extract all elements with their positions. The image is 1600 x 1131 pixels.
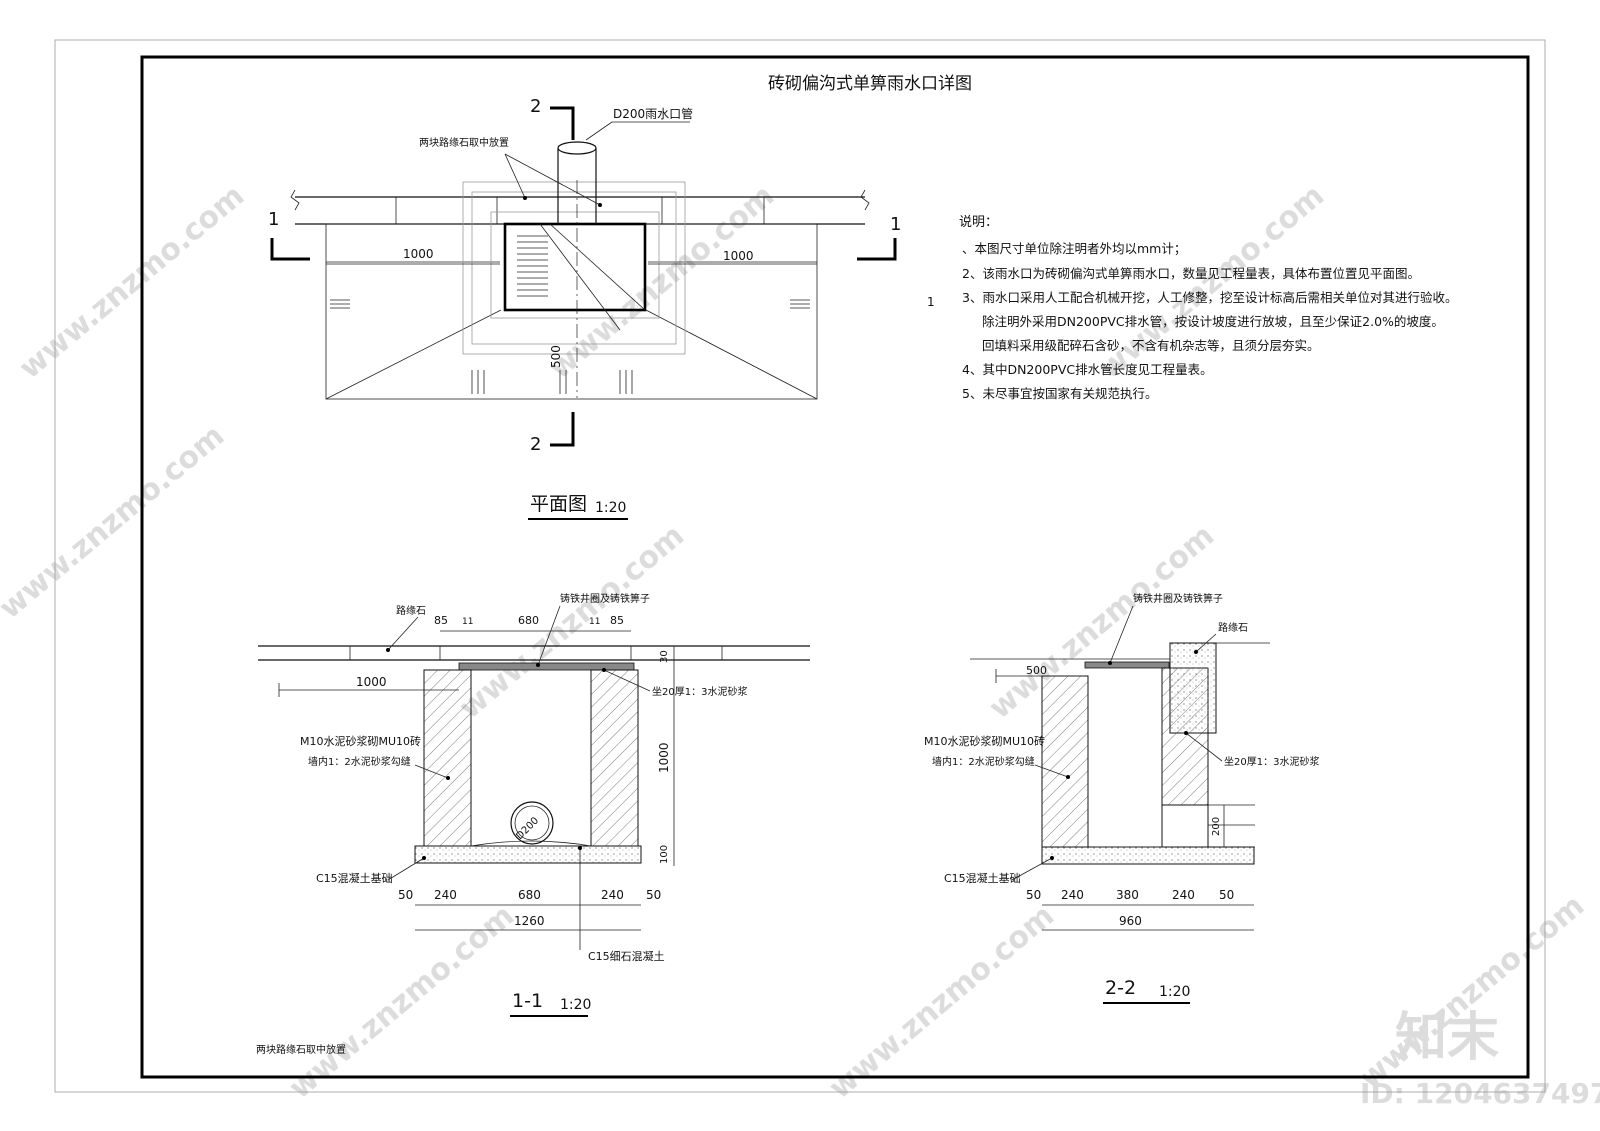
inner-frame xyxy=(140,55,1530,1079)
s22-bottom-dim: 240 xyxy=(1061,888,1084,902)
plan-caption: 平面图 xyxy=(530,493,587,515)
s11-base-label: C15混凝土基础 xyxy=(316,871,393,885)
s22-grate-label: 铸铁井圈及铸铁箅子 xyxy=(1133,592,1223,605)
watermark-text: www.znzmo.com xyxy=(823,898,1061,1106)
s11-dim-v-100: 100 xyxy=(659,845,670,864)
s11-top-dim: 11 xyxy=(589,617,600,627)
s22-base-label: C15混凝土基础 xyxy=(944,871,1021,885)
watermark-text: www.znzmo.com xyxy=(0,418,231,626)
plan-pipe-label: D200雨水口管 xyxy=(613,106,693,121)
s11-footnote: 两块路缘石取中放置 xyxy=(256,1043,346,1056)
plan-view: 两块路缘石取中放置 D200雨水口管 1000 1000 500 1 1 2 2… xyxy=(268,96,901,520)
s11-mortar-bed: 坐20厚1：3水泥砂浆 xyxy=(652,685,747,698)
plan-dim-right: 1000 xyxy=(723,249,754,263)
plan-dim-left: 1000 xyxy=(403,247,434,261)
watermark-text: www.znzmo.com xyxy=(283,898,521,1106)
s11-pipe: D200 xyxy=(514,815,541,842)
s11-total: 1260 xyxy=(514,914,545,928)
s11-caption: 1-1 xyxy=(512,990,543,1012)
section-1-1: D200 路缘石 铸铁井圈及铸铁箅子 85 11 680 11 85 1000 … xyxy=(256,592,810,1056)
s11-bottom-dim: 240 xyxy=(434,888,457,902)
s11-top-dim: 85 xyxy=(610,614,624,627)
watermark-text: www.znzmo.com xyxy=(1093,178,1331,386)
notes-side-mark: 1 xyxy=(927,295,935,309)
s11-dim-v-30: 30 xyxy=(659,650,670,663)
watermark-text: www.znzmo.com xyxy=(13,178,251,386)
s11-grate-label: 铸铁井圈及铸铁箅子 xyxy=(560,592,650,605)
s22-caption: 2-2 xyxy=(1105,977,1136,999)
notes-line: 2、该雨水口为砖砌偏沟式单箅雨水口，数量见工程量表，具体布置位置见平面图。 xyxy=(962,266,1420,281)
notes-line: 回填料采用级配碎石含砂，不含有机杂志等，且须分层夯实。 xyxy=(982,338,1320,353)
s22-mortar-bed: 坐20厚1：3水泥砂浆 xyxy=(1224,755,1319,768)
plan-grate xyxy=(503,222,647,312)
grate-bars xyxy=(517,235,548,297)
s11-wall-label-2: 墙内1：2水泥砂浆勾缝 xyxy=(308,755,411,768)
notes-line: 3、雨水口采用人工配合机械开挖，人工修整，挖至设计标高后需相关单位对其进行验收。 xyxy=(962,290,1457,305)
section-mark-1-right: 1 xyxy=(890,214,901,235)
s22-total: 960 xyxy=(1119,914,1142,928)
notes-block: 说明： 1 、本图尺寸单位除注明者外均以mm计； 2、该雨水口为砖砌偏沟式单箅雨… xyxy=(927,215,1457,401)
notes-line: 、本图尺寸单位除注明者外均以mm计； xyxy=(962,241,1186,256)
s22-dim-v-200: 200 xyxy=(1211,817,1222,836)
notes-line: 除注明外采用DN200PVC排水管，按设计坡度进行放坡，且至少保证2.0%的坡度… xyxy=(982,314,1444,329)
drawing-title: 砖砌偏沟式单箅雨水口详图 xyxy=(768,74,972,94)
s22-bottom-dim: 50 xyxy=(1026,888,1041,902)
s11-wall-label-1: M10水泥砂浆砌MU10砖 xyxy=(300,734,421,748)
s11-top-dim: 11 xyxy=(462,617,473,627)
section-mark-1-left: 1 xyxy=(268,209,279,230)
s22-bottom-dim: 380 xyxy=(1116,888,1139,902)
s22-bottom-dim: 240 xyxy=(1172,888,1195,902)
s11-bottom-dim: 240 xyxy=(601,888,624,902)
notes-heading: 说明： xyxy=(959,215,998,230)
s11-top-dim: 85 xyxy=(434,614,448,627)
watermark-logo: 知末 xyxy=(1395,1008,1499,1068)
s11-dim-v-1000: 1000 xyxy=(657,742,671,773)
s22-dim-500: 500 xyxy=(1026,664,1047,677)
s11-scale: 1:20 xyxy=(560,997,591,1013)
s11-bottom-dim: 50 xyxy=(646,888,661,902)
s22-scale: 1:20 xyxy=(1159,984,1190,1000)
plan-scale: 1:20 xyxy=(595,500,626,516)
s22-curb-label: 路缘石 xyxy=(1218,621,1248,634)
s11-curb-label: 路缘石 xyxy=(396,604,426,617)
s22-bottom-dim: 50 xyxy=(1219,888,1234,902)
outer-frame xyxy=(54,39,1546,1093)
notes-line: 4、其中DN200PVC排水管长度见工程量表。 xyxy=(962,362,1213,377)
s11-dim-1000: 1000 xyxy=(356,675,387,689)
plan-curb-label: 两块路缘石取中放置 xyxy=(419,136,509,149)
s11-bottom-dim: 50 xyxy=(398,888,413,902)
section-mark-2-top: 2 xyxy=(530,96,541,117)
section-2-2: 铸铁井圈及铸铁箅子 路缘石 500 M10水泥砂浆砌MU10砖 墙内1：2水泥砂… xyxy=(924,592,1319,1004)
s11-fine-concrete: C15细石混凝土 xyxy=(588,949,665,963)
watermark-id: ID: 1204637497 xyxy=(1360,1077,1600,1110)
s22-wall-label-2: 墙内1：2水泥砂浆勾缝 xyxy=(932,755,1035,768)
s22-wall-label-1: M10水泥砂浆砌MU10砖 xyxy=(924,734,1045,748)
notes-line: 5、未尽事宜按国家有关规范执行。 xyxy=(962,386,1157,401)
plan-dim-vertical: 500 xyxy=(549,345,563,368)
s11-bottom-dim: 680 xyxy=(518,888,541,902)
section-mark-2-bottom: 2 xyxy=(530,434,541,455)
s11-top-dim: 680 xyxy=(518,614,539,627)
